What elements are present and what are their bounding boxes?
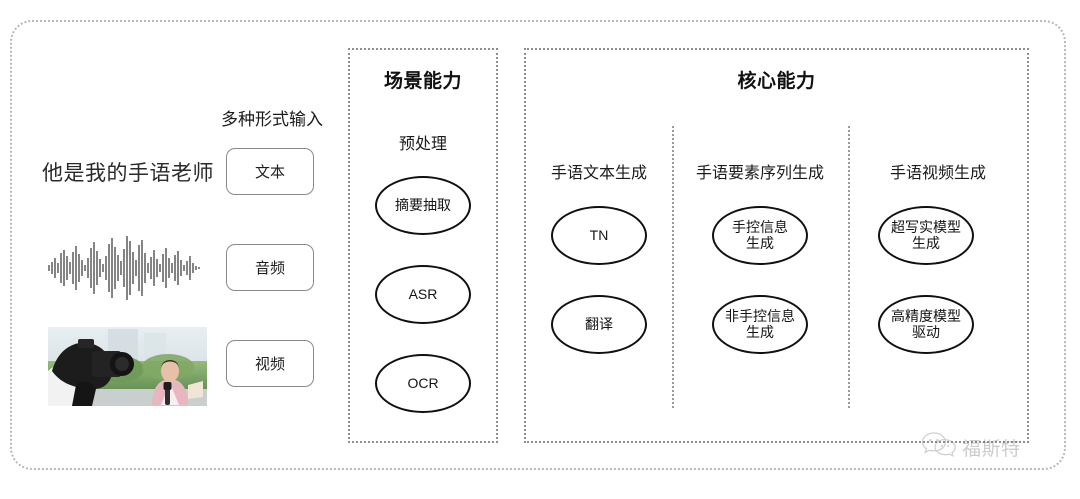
node-ocr[interactable]: OCR	[375, 354, 471, 413]
preprocessing-label: 预处理	[398, 136, 447, 153]
node-translation[interactable]: 翻译	[551, 295, 647, 354]
node-label: OCR	[407, 374, 439, 391]
input-modality-text[interactable]: 文本	[226, 148, 314, 195]
wechat-bubbles-icon	[921, 431, 956, 464]
input-panel-heading: 多种形式输入	[221, 110, 323, 129]
node-label-line2: 驱动	[912, 323, 940, 340]
video-thumbnail-photo	[48, 327, 207, 406]
node-manual-info-generation[interactable]: 手控信息 生成	[712, 206, 808, 265]
core-column-label-sign-element-sequence-generation: 手语要素序列生成	[695, 165, 824, 182]
node-label-line1: 高精度模型	[891, 307, 961, 324]
watermark: 福斯特	[921, 427, 1052, 467]
input-modality-video[interactable]: 视频	[226, 340, 314, 387]
core-column-separator-2	[848, 126, 850, 408]
node-label: 摘要抽取	[395, 196, 451, 213]
node-label-line2: 生成	[746, 234, 774, 251]
audio-waveform-icon	[44, 232, 204, 304]
core-column-separator-1	[672, 126, 674, 408]
outer-frame	[10, 20, 1066, 470]
node-label-line1: TN	[589, 226, 609, 243]
core-capability-box	[524, 48, 1029, 443]
node-label-line1: 超写实模型	[891, 218, 961, 235]
node-label-line1: 手控信息	[732, 218, 788, 235]
node-label-line2: 生成	[746, 323, 774, 340]
watermark-text: 福斯特	[962, 438, 1021, 460]
node-tn[interactable]: TN	[551, 206, 647, 265]
node-hyperrealistic-model-generation[interactable]: 超写实模型 生成	[878, 206, 974, 265]
core-capability-title: 核心能力	[737, 71, 816, 92]
scene-capability-title: 场景能力	[383, 71, 462, 92]
node-non-manual-info-generation[interactable]: 非手控信息 生成	[712, 295, 808, 354]
node-label-line2: 生成	[912, 234, 940, 251]
input-modality-audio[interactable]: 音频	[226, 244, 314, 291]
node-label-line1: 翻译	[585, 315, 613, 332]
node-summary-extraction[interactable]: 摘要抽取	[375, 176, 471, 235]
node-label: ASR	[408, 285, 438, 302]
scene-capability-box	[348, 48, 498, 443]
sample-sentence-text: 他是我的手语老师	[42, 162, 214, 185]
node-asr[interactable]: ASR	[375, 265, 471, 324]
core-column-label-sign-video-generation: 手语视频生成	[889, 165, 986, 182]
node-label-line1: 非手控信息	[725, 307, 795, 324]
node-high-precision-model-driving[interactable]: 高精度模型 驱动	[878, 295, 974, 354]
core-column-label-sign-text-generation: 手语文本生成	[550, 165, 647, 182]
